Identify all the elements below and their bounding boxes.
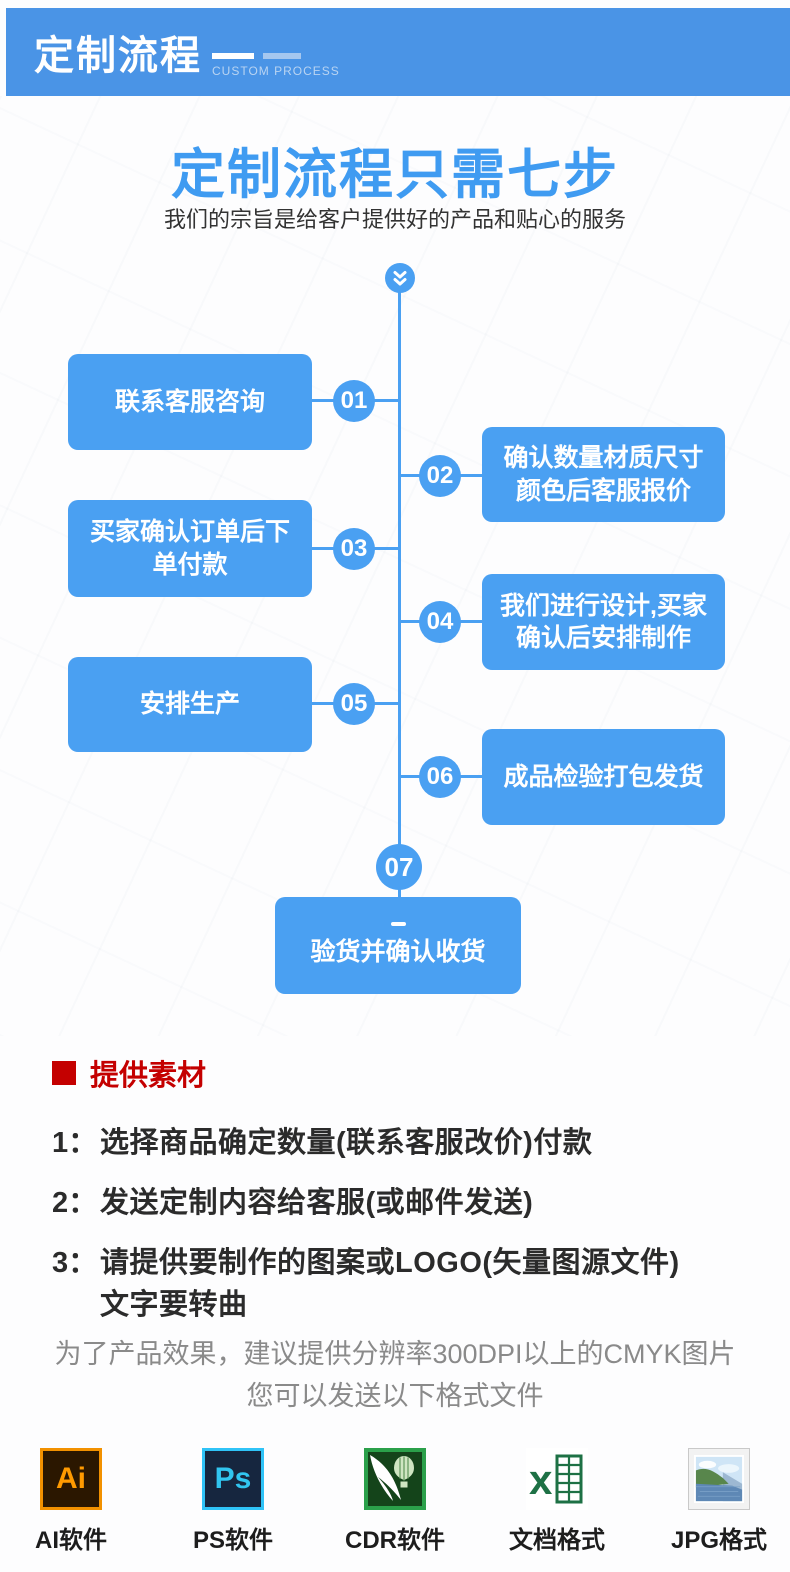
flow-step-number-5: 05 bbox=[333, 683, 375, 725]
flow-step-box-1: 联系客服咨询 bbox=[68, 354, 312, 450]
format-ps: Ps PS软件 bbox=[178, 1448, 288, 1555]
flow-step-number-3: 03 bbox=[333, 528, 375, 570]
flow-step-text: 验货并确认收货 bbox=[310, 938, 486, 967]
item-text-line1: 请提供要制作的图案或LOGO(矢量图源文件) bbox=[100, 1247, 680, 1279]
flow-step-text: 确认后安排制作 bbox=[515, 624, 691, 652]
banner-dashes bbox=[212, 52, 340, 59]
file-format-row: Ai AI软件 Ps PS软件 CDR软件 x bbox=[0, 1448, 790, 1555]
ai-glyph: Ai bbox=[56, 1462, 86, 1495]
flow-step-box-3: 买家确认订单后下 单付款 bbox=[68, 500, 312, 597]
flow-step-text: 颜色后客服报价 bbox=[515, 476, 691, 505]
coreldraw-icon bbox=[364, 1448, 426, 1510]
adobe-photoshop-icon: Ps bbox=[202, 1448, 264, 1510]
excel-document-icon: x bbox=[526, 1448, 588, 1510]
banner-title: 定制流程 bbox=[34, 34, 202, 78]
page-title: 定制流程只需七步 bbox=[171, 145, 619, 205]
banner-caption: CUSTOM PROCESS bbox=[212, 63, 340, 78]
format-ai: Ai AI软件 bbox=[16, 1448, 126, 1555]
flow-step-text: 买家确认订单后下 bbox=[89, 518, 290, 546]
format-cdr: CDR软件 bbox=[340, 1448, 450, 1555]
materials-heading: 提供素材 bbox=[52, 1052, 206, 1094]
flow-step-number-2: 02 bbox=[419, 455, 461, 497]
section-banner: 定制流程 CUSTOM PROCESS bbox=[6, 8, 790, 96]
flow-step-text: 我们进行设计,买家 bbox=[500, 591, 707, 620]
adobe-illustrator-icon: Ai bbox=[40, 1448, 102, 1510]
flow-step-text: 联系客服咨询 bbox=[114, 387, 265, 416]
flow-step-box-4: 我们进行设计,买家 确认后安排制作 bbox=[482, 574, 725, 670]
item-text: 请提供要制作的图案或LOGO(矢量图源文件) 文字要转曲 bbox=[100, 1242, 680, 1326]
materials-item-2: 2： 发送定制内容给客服(或邮件发送) bbox=[52, 1182, 533, 1224]
item-text-line2: 文字要转曲 bbox=[100, 1289, 248, 1321]
dash-decoration bbox=[212, 52, 254, 59]
flow-step-text: 单付款 bbox=[152, 550, 228, 579]
flow-step-text: 成品检验打包发货 bbox=[503, 762, 704, 791]
item-number: 3： bbox=[52, 1247, 98, 1279]
flow-step-number-7: 07 bbox=[376, 844, 422, 890]
materials-item-3: 3： 请提供要制作的图案或LOGO(矢量图源文件) 文字要转曲 bbox=[52, 1242, 680, 1326]
flow-step-number-6: 06 bbox=[419, 756, 461, 798]
banner-side: CUSTOM PROCESS bbox=[212, 52, 340, 78]
item-text: 选择商品确定数量(联系客服改价)付款 bbox=[100, 1127, 593, 1159]
excel-glyph: x bbox=[529, 1456, 553, 1503]
flow-step-box-2: 确认数量材质尺寸 颜色后客服报价 bbox=[482, 427, 725, 522]
flow-step-box-7: 验货并确认收货 bbox=[275, 897, 521, 994]
item-text: 发送定制内容给客服(或邮件发送) bbox=[100, 1187, 534, 1219]
materials-item-1: 1： 选择商品确定数量(联系客服改价)付款 bbox=[52, 1122, 592, 1164]
format-jpg: JPG格式 bbox=[664, 1448, 774, 1555]
format-label: 文档格式 bbox=[509, 1527, 605, 1554]
page-subtitle: 我们的宗旨是给客户提供好的产品和贴心的服务 bbox=[163, 207, 626, 232]
chevron-down-icon bbox=[385, 263, 415, 293]
resolution-note-line1: 为了产品效果，建议提供分辨率300DPI以上的CMYK图片 bbox=[54, 1339, 736, 1369]
flow-step-number-1: 01 bbox=[333, 380, 375, 422]
ps-glyph: Ps bbox=[214, 1462, 252, 1495]
dash-decoration bbox=[263, 52, 301, 59]
format-doc: x 文档格式 bbox=[502, 1448, 612, 1555]
format-label: JPG格式 bbox=[670, 1527, 768, 1554]
resolution-note-line2: 您可以发送以下格式文件 bbox=[246, 1381, 544, 1411]
item-number: 1： bbox=[52, 1127, 98, 1159]
jpg-image-icon bbox=[688, 1448, 750, 1510]
flow-step-text: 安排生产 bbox=[139, 690, 240, 719]
format-label: AI软件 bbox=[35, 1527, 107, 1554]
dash-decoration bbox=[390, 922, 406, 927]
flow-vertical-line bbox=[398, 292, 401, 897]
red-square-bullet-icon bbox=[52, 1061, 76, 1085]
flow-step-text: 确认数量材质尺寸 bbox=[503, 444, 704, 472]
flow-step-box-5: 安排生产 bbox=[68, 657, 312, 752]
materials-heading-text: 提供素材 bbox=[90, 1060, 207, 1092]
item-number: 2： bbox=[52, 1187, 98, 1219]
flow-step-number-4: 04 bbox=[419, 601, 461, 643]
flow-step-box-6: 成品检验打包发货 bbox=[482, 729, 725, 825]
format-label: PS软件 bbox=[192, 1527, 273, 1554]
format-label: CDR软件 bbox=[345, 1527, 445, 1554]
